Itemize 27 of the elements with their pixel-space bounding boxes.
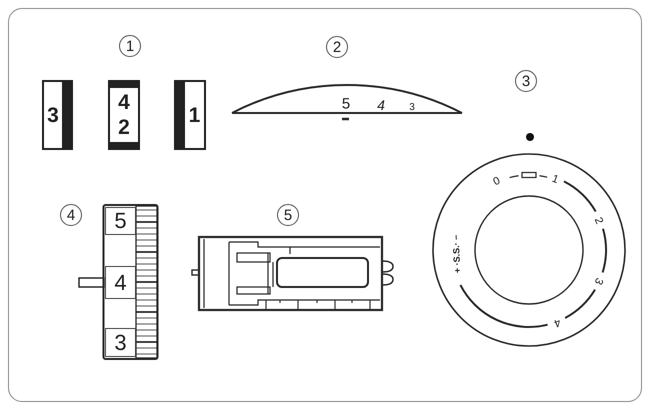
scale-digit: 5 — [342, 96, 350, 112]
indicator-window — [174, 80, 206, 150]
scale-digit: 4 — [377, 98, 385, 112]
indicator-window — [42, 80, 73, 150]
window-digit: 3 — [47, 104, 59, 126]
callout-number: 3 — [515, 70, 537, 92]
dial-digit: 1 — [550, 173, 560, 186]
window-digit: 4 — [118, 92, 130, 113]
dial-digit: 3 — [592, 276, 605, 286]
dial-digit: 2 — [592, 216, 604, 226]
window-digit: 1 — [188, 104, 200, 126]
window-digit: 2 — [118, 117, 130, 138]
dial-marking: + ·S.S.· – — [452, 234, 463, 274]
number-window — [105, 266, 136, 299]
number-window — [105, 207, 136, 235]
dial-digit: 0 — [492, 176, 502, 188]
callout-number: 4 — [60, 204, 82, 226]
indicator-window — [108, 80, 140, 150]
dial-digit: 4 — [552, 316, 562, 328]
callout-number: 5 — [277, 204, 299, 226]
wheel-digit: 3 — [114, 332, 127, 354]
number-window — [105, 328, 136, 357]
scale-digit: 3 — [409, 103, 415, 113]
wheel-digit: 5 — [114, 210, 127, 232]
wheel-digit: 4 — [114, 272, 127, 294]
callout-number: 2 — [326, 36, 348, 58]
callout-number: 1 — [119, 35, 141, 57]
